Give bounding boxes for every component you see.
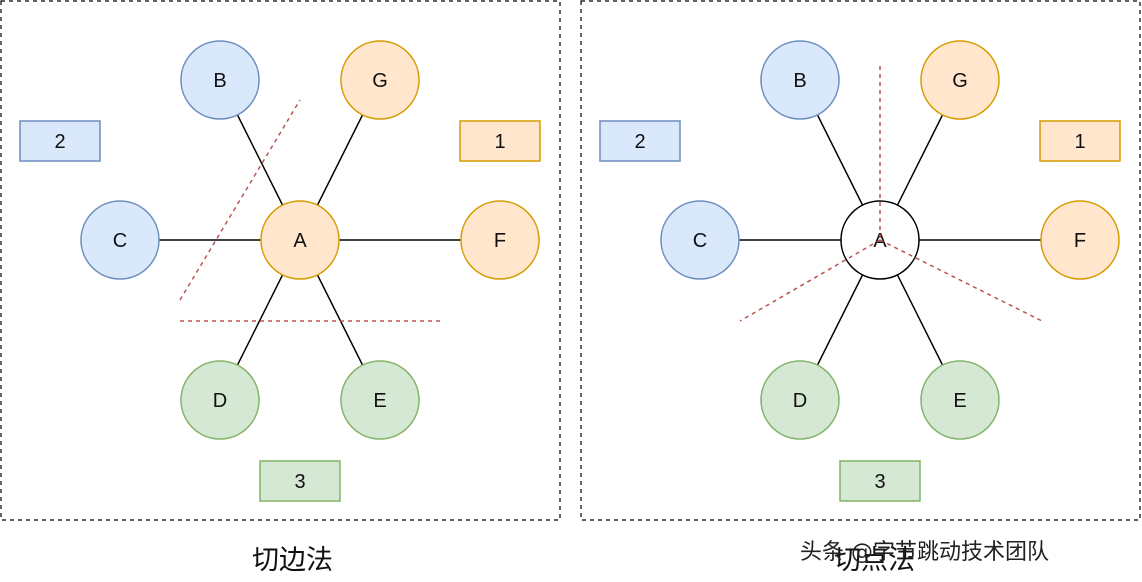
node-d: D bbox=[180, 360, 260, 440]
svg-text:E: E bbox=[953, 390, 966, 412]
node-f-2: F bbox=[1040, 200, 1120, 280]
edge-cut-caption: 切边法 bbox=[252, 545, 333, 576]
svg-text:G: G bbox=[372, 70, 388, 92]
node-d-2: D bbox=[760, 360, 840, 440]
vertex-cut-caption: 切点法 bbox=[834, 545, 915, 576]
svg-text:F: F bbox=[494, 230, 506, 252]
node-g: G bbox=[340, 40, 420, 120]
svg-text:D: D bbox=[213, 390, 227, 412]
cut-line-upper bbox=[179, 99, 301, 301]
cut-line-left bbox=[739, 239, 881, 322]
node-b: B bbox=[180, 40, 260, 120]
svg-text:A: A bbox=[293, 230, 307, 252]
svg-text:F: F bbox=[1074, 230, 1086, 252]
node-a-center: A bbox=[260, 200, 340, 280]
node-e-2: E bbox=[920, 360, 1000, 440]
svg-text:3: 3 bbox=[874, 471, 885, 493]
partition-box-1: 1 bbox=[459, 120, 541, 162]
svg-text:E: E bbox=[373, 390, 386, 412]
cut-line-right bbox=[879, 239, 1043, 322]
svg-text:B: B bbox=[213, 70, 226, 92]
svg-text:1: 1 bbox=[1074, 131, 1085, 153]
vertex-cut-frame bbox=[580, 0, 1141, 521]
partition-box-3: 3 bbox=[259, 460, 341, 502]
node-c: C bbox=[80, 200, 160, 280]
node-e: E bbox=[340, 360, 420, 440]
partition-box-1-right: 1 bbox=[1039, 120, 1121, 162]
node-c-2: C bbox=[660, 200, 740, 280]
svg-text:3: 3 bbox=[294, 471, 305, 493]
vertex-cut-diagram: B G C F D E A bbox=[580, 0, 1141, 521]
svg-text:2: 2 bbox=[634, 131, 645, 153]
svg-text:D: D bbox=[793, 390, 807, 412]
svg-text:1: 1 bbox=[494, 131, 505, 153]
svg-text:2: 2 bbox=[54, 131, 65, 153]
svg-text:C: C bbox=[113, 230, 127, 252]
edge-cut-diagram: B G C F D E A 2 bbox=[0, 0, 561, 521]
svg-text:G: G bbox=[952, 70, 968, 92]
node-f: F bbox=[460, 200, 540, 280]
node-b-2: B bbox=[760, 40, 840, 120]
svg-text:B: B bbox=[793, 70, 806, 92]
partition-box-2: 2 bbox=[19, 120, 101, 162]
partition-box-2-right: 2 bbox=[599, 120, 681, 162]
watermark-text: 头条 @字节跳动技术团队 bbox=[800, 540, 1049, 565]
edge-cut-frame bbox=[0, 0, 561, 521]
partition-box-3-right: 3 bbox=[839, 460, 921, 502]
svg-text:C: C bbox=[693, 230, 707, 252]
node-g-2: G bbox=[920, 40, 1000, 120]
